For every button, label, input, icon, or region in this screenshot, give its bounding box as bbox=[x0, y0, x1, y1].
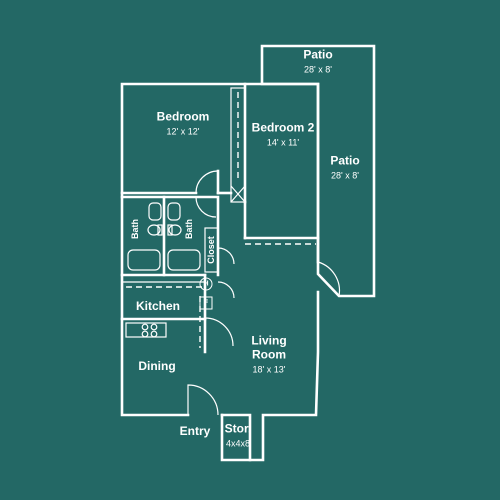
living-room-label: Living Room 18' x 13' bbox=[251, 334, 286, 377]
storage-dim: 4x4x8 bbox=[225, 438, 251, 449]
kitchen-label: Kitchen bbox=[136, 297, 180, 315]
bedroom-door-swing bbox=[195, 170, 219, 194]
living-dim: 18' x 13' bbox=[252, 364, 286, 375]
entry-door-swing bbox=[187, 384, 219, 416]
bedroom-dim: 12' x 12' bbox=[166, 126, 200, 137]
bedroom2-label: Bedroom 2 14' x 11' bbox=[252, 119, 315, 148]
tub-1 bbox=[127, 249, 161, 271]
closet-label: Closet bbox=[206, 236, 216, 264]
tub-2 bbox=[167, 249, 201, 271]
bath1-label: Bath bbox=[130, 219, 140, 239]
closet-outline bbox=[204, 227, 219, 273]
patio-top-name: Patio bbox=[303, 47, 333, 62]
living-name2: Room bbox=[252, 347, 286, 362]
living-name: Living bbox=[251, 333, 287, 348]
kitchen-name: Kitchen bbox=[135, 299, 181, 313]
furnace-symbol: F bbox=[199, 296, 213, 310]
linen-x bbox=[230, 185, 246, 203]
entry-label: Entry bbox=[180, 422, 211, 440]
bedroom2-dim: 14' x 11' bbox=[266, 137, 300, 148]
patio-side-name: Patio bbox=[330, 153, 360, 168]
patio-side-dim: 28' x 8' bbox=[331, 170, 359, 181]
bedroom2-name: Bedroom 2 bbox=[251, 120, 315, 135]
dining-name: Dining bbox=[138, 359, 176, 373]
bedroom-label: Bedroom 12' x 12' bbox=[157, 108, 210, 137]
bedroom-name: Bedroom bbox=[156, 109, 210, 124]
patio-side-label: Patio 28' x 8' bbox=[330, 152, 359, 181]
patio-door-swing bbox=[317, 261, 341, 297]
entry-name: Entry bbox=[179, 424, 211, 438]
storage-outline bbox=[220, 413, 252, 462]
bath2-label: Bath bbox=[184, 219, 194, 239]
storage-label: Stor. 4x4x8 bbox=[225, 420, 252, 449]
exterior-wall bbox=[120, 82, 320, 462]
dining-label: Dining bbox=[138, 357, 175, 375]
patio-top-label: Patio 28' x 8' bbox=[303, 46, 332, 75]
patio-top-dim: 28' x 8' bbox=[304, 64, 332, 75]
storage-name: Stor. bbox=[224, 421, 252, 436]
water-heater-symbol: H bbox=[199, 277, 213, 291]
